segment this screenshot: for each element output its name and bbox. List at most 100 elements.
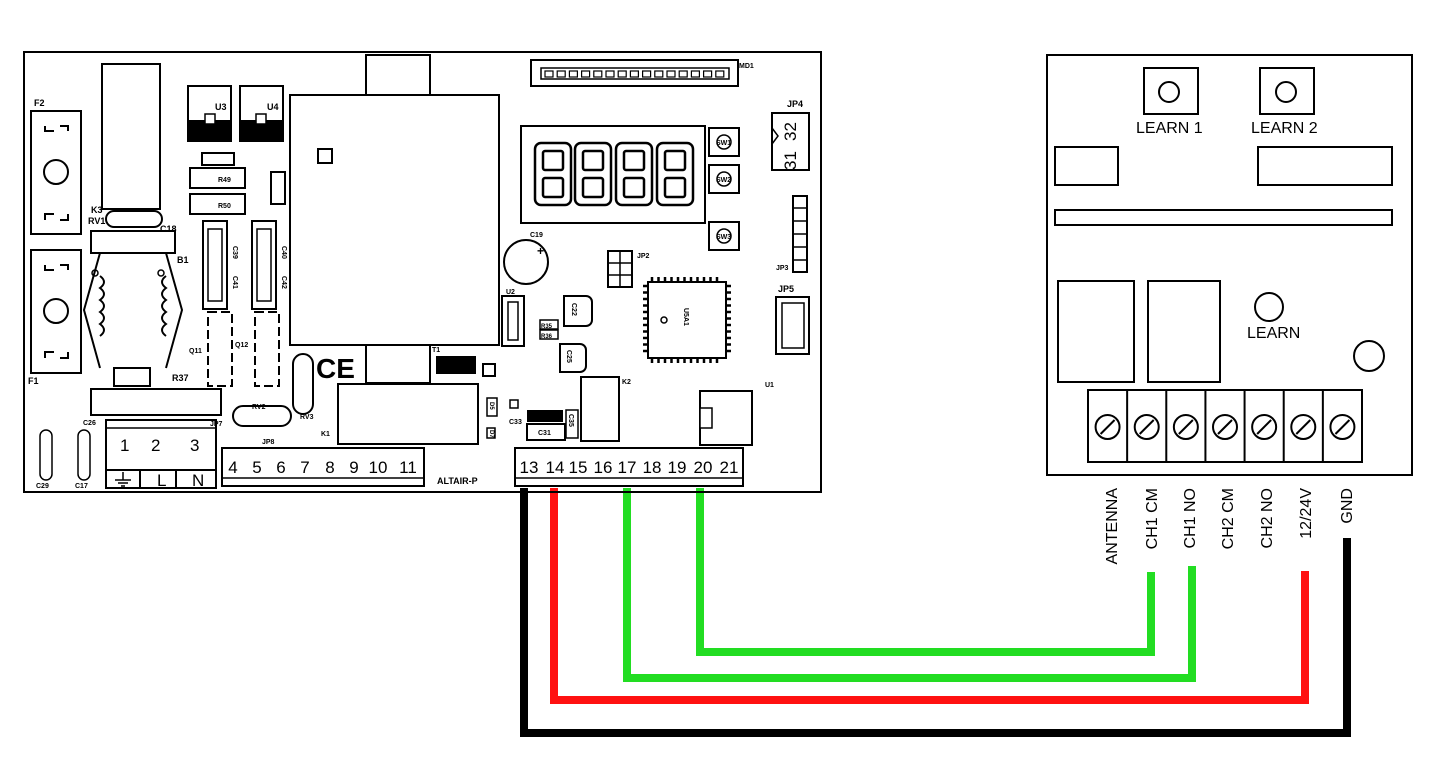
power-terminal-3[interactable]: 3	[190, 436, 199, 455]
k1-label: K1	[321, 431, 330, 438]
jp4-pin-32: 32	[781, 122, 800, 141]
terminal-9[interactable]: 9	[349, 458, 358, 477]
r50-label: R50	[218, 203, 231, 210]
button-sw3[interactable]: SW3	[708, 221, 740, 251]
terminal-19[interactable]: 19	[668, 458, 687, 477]
c33-label: C33	[509, 419, 522, 426]
md1-connector: MD1	[530, 59, 754, 87]
capacitor-c26	[90, 388, 222, 416]
receiver-screw-2[interactable]	[1133, 414, 1160, 440]
terminal-15[interactable]: 15	[569, 458, 588, 477]
terminal-7[interactable]: 7	[300, 458, 309, 477]
wire-green-17-ch1-no	[623, 488, 1196, 682]
terminal-17[interactable]: 17	[618, 458, 637, 477]
receiver-component-left	[1054, 146, 1119, 186]
receiver-relay-1	[1057, 280, 1135, 383]
terminal-4[interactable]: 4	[228, 458, 237, 477]
resistor-r36	[539, 329, 559, 340]
jp8-label: JP8	[262, 439, 275, 446]
board-outline	[23, 51, 822, 493]
terminal-5[interactable]: 5	[252, 458, 261, 477]
button-sw1[interactable]: SW1	[708, 127, 740, 157]
jp3-label: JP3	[776, 265, 789, 272]
capacitor-c31	[526, 423, 566, 441]
wires	[520, 488, 1351, 737]
u3-label: U3	[215, 102, 227, 112]
control-board: MD1 JP4 32 31 F2 F1	[23, 51, 822, 493]
receiver-screw-3[interactable]	[1172, 414, 1199, 440]
receiver-screw-4[interactable]	[1212, 414, 1238, 440]
receiver-terminal-label-6: 12/24V	[1298, 488, 1315, 539]
receiver-terminal-label-4: CH2 CM	[1220, 488, 1237, 549]
terminal-10[interactable]: 10	[369, 458, 388, 477]
receiver-screw-7[interactable]	[1329, 414, 1356, 440]
jp4-pin-31: 31	[781, 151, 800, 170]
capacitor-c29	[39, 429, 53, 481]
button-sw2[interactable]: SW2	[708, 164, 740, 194]
u4-label: U4	[267, 102, 279, 112]
power-terminal-block: 1 2 3 L N	[105, 419, 217, 490]
terminal-8[interactable]: 8	[325, 458, 334, 477]
relay-k1	[337, 383, 479, 445]
c18-label: C18	[160, 224, 177, 234]
resistor-r35	[539, 319, 559, 330]
sw3-label: SW3	[716, 234, 731, 241]
diode-d7	[486, 427, 496, 439]
receiver-screw-6[interactable]	[1290, 414, 1317, 440]
receiver-screw-1[interactable]	[1094, 414, 1121, 440]
power-terminal-2[interactable]: 2	[151, 436, 160, 455]
relay-k3	[101, 63, 161, 210]
terminal-14[interactable]: 14	[546, 458, 565, 477]
receiver-terminal-label-1: ANTENNA	[1104, 488, 1121, 565]
terminal-21[interactable]: 21	[720, 458, 739, 477]
d5-label: D5	[488, 402, 494, 410]
rv1-label: RV1	[88, 216, 105, 226]
terminal-13[interactable]: 13	[520, 458, 539, 477]
receiver-screw-5[interactable]	[1251, 414, 1278, 440]
terminal-6[interactable]: 6	[276, 458, 285, 477]
display-digit-4	[655, 141, 695, 207]
ground-icon	[115, 472, 131, 487]
small-resistor	[270, 171, 286, 205]
r35-label: R35	[541, 324, 553, 330]
transformer-b1: B1 R37	[82, 230, 189, 387]
c22-label: C22	[570, 303, 577, 316]
varistor-rv2	[232, 405, 292, 427]
capacitor-c40-c42	[251, 220, 277, 310]
receiver-terminal-label-3: CH1 NO	[1182, 488, 1199, 548]
sw2-label: SW2	[716, 177, 731, 184]
jp3-header: JP3	[776, 195, 808, 273]
learn2-button[interactable]: LEARN 2	[1251, 67, 1318, 137]
c31-label: C31	[538, 430, 551, 437]
relay-k2	[580, 376, 620, 442]
fuse-f2: F2	[30, 98, 82, 235]
r37-label: R37	[172, 373, 189, 383]
ce-mark: CE	[316, 353, 355, 384]
c42-label: C42	[280, 276, 287, 289]
terminal-18[interactable]: 18	[643, 458, 662, 477]
diode-d5	[486, 397, 498, 417]
power-terminal-1[interactable]: 1	[120, 436, 129, 455]
terminal-16[interactable]: 16	[594, 458, 613, 477]
u2-label: U2	[506, 289, 515, 296]
f2-label: F2	[34, 98, 45, 108]
c25-label: C25	[565, 350, 572, 363]
k2-label: K2	[622, 379, 631, 386]
fuse-f1: F1	[28, 249, 82, 386]
terminal-11[interactable]: 11	[399, 458, 417, 477]
learn-label: LEARN	[1247, 325, 1300, 342]
wire-red-14-12v	[550, 488, 1309, 704]
learn1-button[interactable]: LEARN 1	[1136, 67, 1203, 137]
terminal-20[interactable]: 20	[694, 458, 713, 477]
c41-label: C41	[231, 276, 238, 289]
transistor-q11	[207, 311, 233, 387]
capacitor-c22	[563, 295, 593, 327]
receiver-component-right	[1257, 146, 1393, 186]
learn-button[interactable]: LEARN	[1247, 292, 1300, 342]
jp2-label: JP2	[637, 253, 650, 260]
u1-label: U1	[765, 382, 774, 389]
receiver-antenna-strip	[1054, 209, 1393, 226]
display-digit-1	[533, 141, 573, 207]
resistor-r49	[189, 167, 246, 189]
